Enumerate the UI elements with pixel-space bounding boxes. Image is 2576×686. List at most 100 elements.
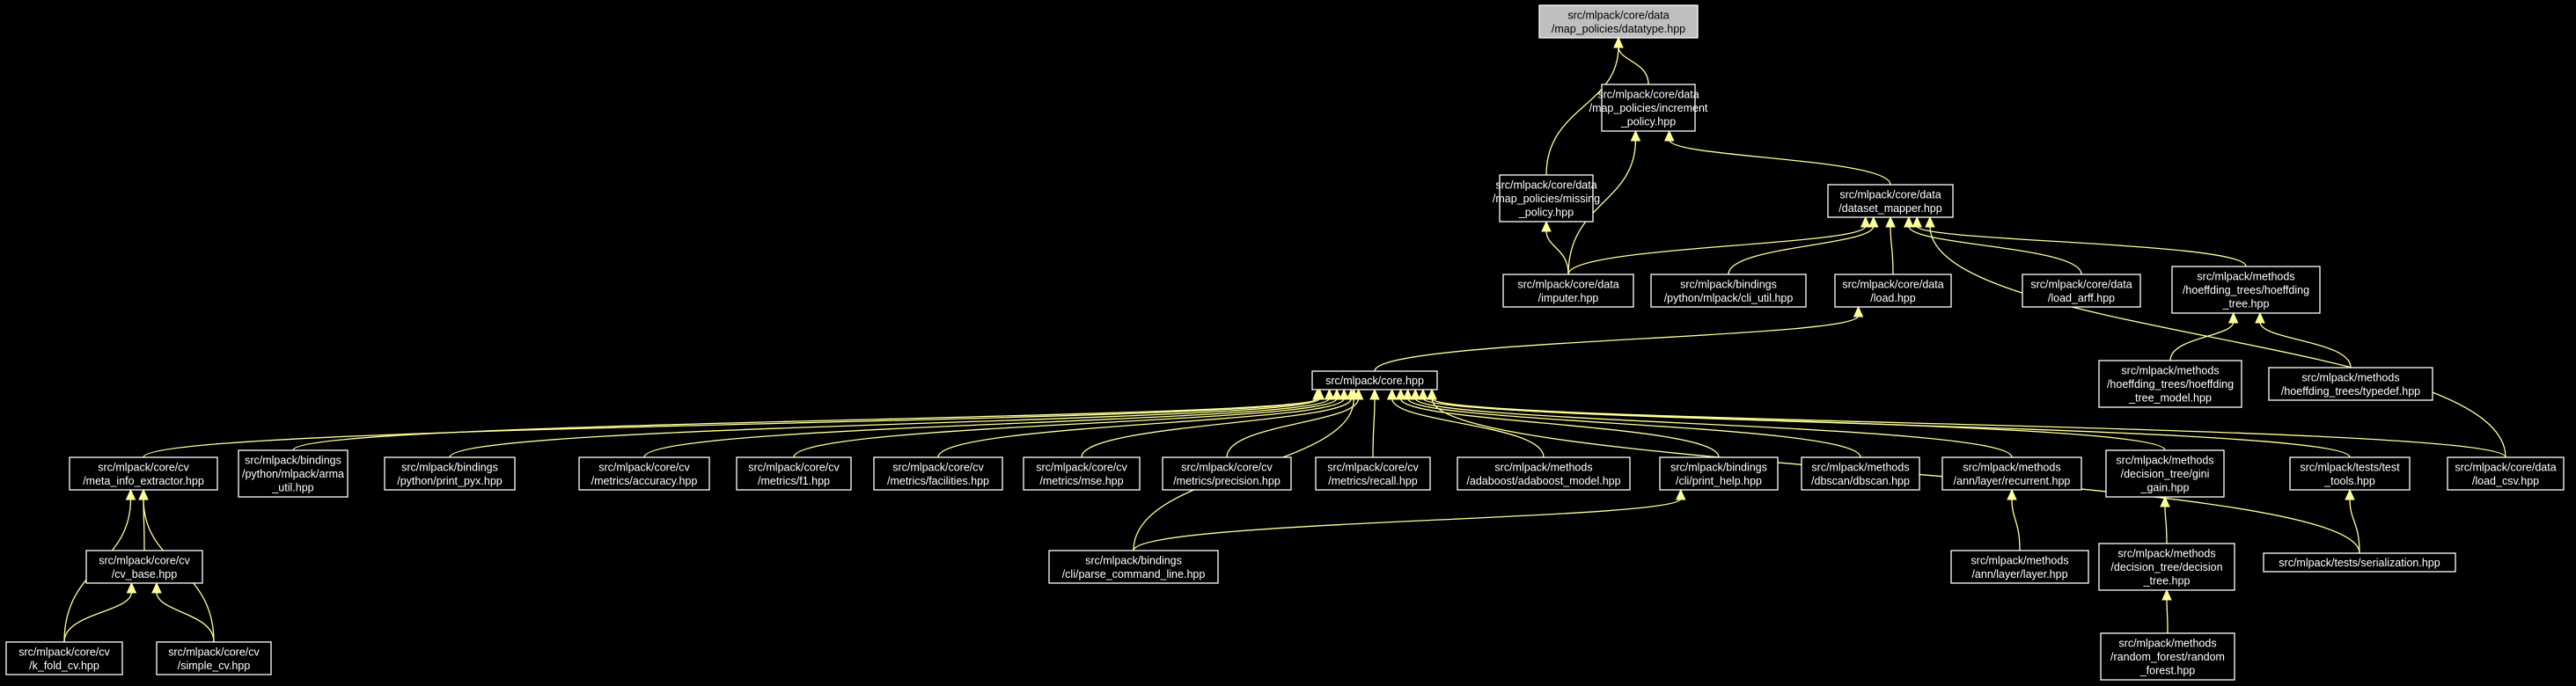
arrowhead [1860, 215, 1871, 228]
file-node-box [156, 641, 272, 675]
file-node-dataset_mapper[interactable]: src/mlpack/core/data/dataset_mapper.hpp [1827, 184, 1954, 218]
file-node-dbscan[interactable]: src/mlpack/methods/dbscan/dbscan.hpp [1801, 456, 1920, 491]
file-node-label: src/mlpack/bindings [1680, 278, 1777, 290]
arrowhead [1395, 388, 1406, 400]
file-node-missing[interactable]: src/mlpack/core/data/map_policies/missin… [1493, 174, 1600, 223]
file-node-label: _tree.hpp [2222, 298, 2270, 310]
file-node-box [1834, 274, 1952, 308]
dependency-edge [1431, 398, 2351, 458]
file-node-facilities[interactable]: src/mlpack/core/cv/metrics/facilities.hp… [873, 456, 1003, 491]
file-node-box [1502, 274, 1634, 308]
file-node-parse_cmd[interactable]: src/mlpack/bindings/cli/parse_command_li… [1048, 550, 1219, 584]
dependency-edge [1545, 230, 1569, 275]
file-node-load[interactable]: src/mlpack/core/data/load.hpp [1834, 274, 1952, 308]
dependency-edge [63, 591, 133, 643]
file-node-label: _tree_model.hpp [2128, 392, 2212, 405]
file-node-label: /simple_cv.hpp [178, 660, 250, 672]
file-node-label: src/mlpack/bindings [1085, 554, 1182, 566]
file-node-box [1601, 84, 1696, 132]
file-node-accuracy[interactable]: src/mlpack/core/cv/metrics/accuracy.hpp [578, 456, 710, 491]
dependency-edge [292, 398, 1318, 451]
file-node-arma_util[interactable]: src/mlpack/bindings/python/mlpack/arma_u… [238, 449, 349, 498]
file-node-recall[interactable]: src/mlpack/core/cv/metrics/recall.hpp [1315, 456, 1431, 491]
dependency-edge [793, 398, 1338, 458]
file-node-box [2289, 456, 2411, 491]
dependency-edge [1929, 225, 2506, 458]
file-node-recurrent[interactable]: src/mlpack/methods/ann/layer/recurrent.h… [1941, 456, 2082, 491]
file-node-label: /load_arff.hpp [2048, 292, 2115, 304]
file-node-label: src/mlpack/tests/test [2300, 461, 2400, 473]
file-node-label: /metrics/mse.hpp [1039, 475, 1123, 487]
file-node-label: src/mlpack/methods [1971, 554, 2068, 566]
file-node-label: src/mlpack/methods [2117, 548, 2215, 560]
file-node-print_help[interactable]: src/mlpack/bindings/cli/print_help.hpp [1659, 456, 1779, 491]
file-node-mse[interactable]: src/mlpack/core/cv/metrics/mse.hpp [1023, 456, 1141, 491]
file-node-label: /random_forest/random [2110, 651, 2225, 663]
dependency-edge [2164, 505, 2168, 544]
file-node-precision[interactable]: src/mlpack/core/cv/metrics/precision.hpp [1162, 456, 1292, 491]
file-node-box [1499, 174, 1594, 223]
file-node-label: /metrics/precision.hpp [1173, 475, 1281, 487]
dependency-edge [1399, 398, 1720, 458]
file-node-label: /hoeffding_trees/hoeffding [2107, 378, 2234, 390]
file-node-label: /metrics/facilities.hpp [887, 475, 989, 487]
file-node-random_forest[interactable]: src/mlpack/methods/random_forest/random_… [2100, 632, 2235, 681]
file-node-label: /hoeffding_trees/typedef.hpp [2281, 385, 2420, 398]
dependency-edge [143, 398, 1318, 458]
nodes: src/mlpack/core/data/map_policies/dataty… [5, 4, 2565, 681]
file-node-core[interactable]: src/mlpack/core.hpp [1311, 370, 1438, 390]
file-node-label: src/mlpack/core/cv [1327, 461, 1419, 473]
file-node-label: _policy.hpp [1518, 207, 1574, 219]
file-node-load_arff[interactable]: src/mlpack/core/data/load_arff.hpp [2022, 274, 2141, 308]
file-node-box [2022, 274, 2141, 308]
file-node-label: src/mlpack/core/cv [748, 461, 840, 473]
dependency-edge [1618, 46, 1649, 85]
arrowhead [1541, 220, 1552, 232]
file-node-adaboost[interactable]: src/mlpack/methods/adaboost/adaboost_mod… [1457, 456, 1631, 491]
file-node-label: src/mlpack/core/data [1517, 278, 1618, 290]
file-node-test_tools[interactable]: src/mlpack/tests/test_tools.hpp [2289, 456, 2411, 491]
file-node-cv_base[interactable]: src/mlpack/core/cv/cv_base.hpp [85, 550, 203, 584]
file-node-cli_util[interactable]: src/mlpack/bindings/python/mlpack/cli_ut… [1650, 274, 1807, 308]
file-node-label: /decision_tree/decision [2110, 561, 2222, 573]
file-node-box [873, 456, 1003, 491]
file-node-hoeffding_tree_model[interactable]: src/mlpack/methods/hoeffding_trees/hoeff… [2098, 360, 2242, 408]
file-node-label: /ann/layer/layer.hpp [1971, 568, 2067, 580]
arrowhead [1853, 305, 1864, 317]
file-node-label: src/mlpack/methods [1963, 461, 2060, 473]
file-node-box [2105, 449, 2225, 498]
file-node-box [1048, 550, 1219, 584]
file-node-load_csv[interactable]: src/mlpack/core/data/load_csv.hpp [2447, 456, 2565, 491]
file-node-increment[interactable]: src/mlpack/core/data/map_policies/increm… [1589, 84, 1708, 132]
file-node-hoeffding_tree[interactable]: src/mlpack/methods/hoeffding_trees/hoeff… [2171, 266, 2321, 314]
dependency-edge [1431, 398, 2506, 458]
file-node-box [2098, 543, 2235, 591]
file-node-box [2098, 360, 2242, 408]
file-node-layer[interactable]: src/mlpack/methods/ann/layer/layer.hpp [1950, 550, 2089, 584]
file-node-label: src/mlpack/methods [2121, 365, 2219, 377]
file-node-k_fold[interactable]: src/mlpack/core/cv/k_fold_cv.hpp [5, 641, 123, 675]
file-node-simple_cv[interactable]: src/mlpack/core/cv/simple_cv.hpp [156, 641, 272, 675]
file-node-meta_info[interactable]: src/mlpack/core/cv/meta_info_extractor.h… [69, 456, 218, 491]
file-node-decision_tree[interactable]: src/mlpack/methods/decision_tree/decisio… [2098, 543, 2235, 591]
file-node-typedef[interactable]: src/mlpack/methods/hoeffding_trees/typed… [2268, 367, 2433, 401]
file-node-label: src/mlpack/methods [2301, 371, 2399, 383]
arrowhead [1369, 388, 1380, 400]
file-node-gini[interactable]: src/mlpack/methods/decision_tree/gini_ga… [2105, 449, 2225, 498]
file-node-imputer[interactable]: src/mlpack/core/data/imputer.hpp [1502, 274, 1634, 308]
dependency-edge [1372, 398, 1376, 458]
file-node-print_pyx[interactable]: src/mlpack/bindings/python/print_pyx.hpp [384, 456, 516, 491]
file-node-label: /load.hpp [1870, 292, 1915, 304]
file-node-label: /cv_base.hpp [112, 568, 177, 580]
file-node-datatype[interactable]: src/mlpack/core/data/map_policies/dataty… [1538, 4, 1699, 39]
file-node-label: /python/print_pyx.hpp [397, 475, 503, 487]
file-node-box [2263, 552, 2456, 573]
file-node-f1[interactable]: src/mlpack/core/cv/metrics/f1.hpp [736, 456, 852, 491]
dependency-edge [2011, 498, 2021, 551]
file-node-serialization[interactable]: src/mlpack/tests/serialization.hpp [2263, 552, 2456, 573]
dependency-edge [449, 398, 1321, 458]
file-node-label: src/mlpack/tests/serialization.hpp [2279, 557, 2440, 569]
file-node-label: src/mlpack/core/data [1567, 9, 1669, 21]
arrowhead [1885, 215, 1896, 228]
file-node-label: /cli/print_help.hpp [1676, 475, 1762, 487]
